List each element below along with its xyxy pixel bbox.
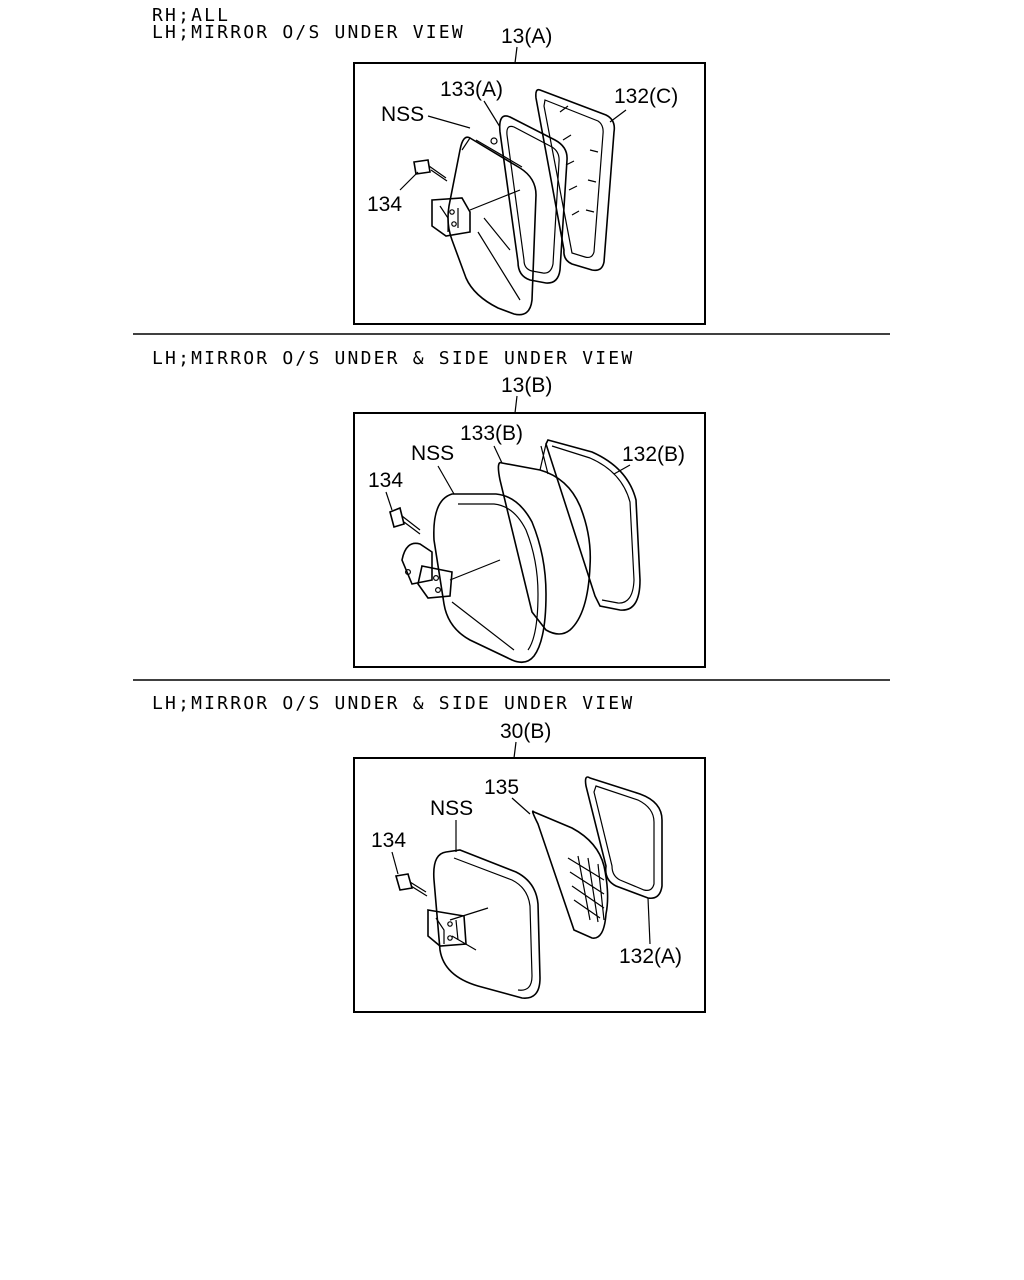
section-1-assembly-leader [514, 46, 518, 64]
mirror-body-nss-c [427, 849, 541, 999]
section-2-leader-nss [437, 465, 455, 495]
rubber-frame-132b [539, 439, 641, 611]
section-2-assembly-label: 13(B) [501, 374, 552, 397]
section-2-leader-frame [613, 464, 631, 475]
section-3-callout-frame: 132(A) [619, 945, 682, 968]
section-1-leader-frame [609, 109, 627, 123]
section-2-callout-nss: NSS [411, 442, 454, 465]
section-2-assembly-leader [514, 395, 518, 414]
mirror-body-nss [431, 136, 537, 316]
section-3-callout-nss: NSS [430, 797, 473, 820]
section-3-leader-frame [647, 897, 651, 945]
section-3-assembly-label: 30(B) [500, 720, 551, 743]
screw-134-b [389, 506, 421, 535]
section-3-header-line-1: LH;MIRROR O/S UNDER & SIDE UNDER VIEW [152, 693, 634, 714]
section-2-callout-frame: 132(B) [622, 443, 685, 466]
section-2-callout-screw: 134 [368, 469, 403, 492]
section-1-frame [353, 62, 706, 325]
section-1: RH;ALL LH;MIRROR O/S UNDER VIEW 13(A) [152, 5, 706, 325]
rubber-frame-132c [535, 88, 616, 272]
section-2-leader-screw [385, 491, 393, 511]
section-3-leader-screw [391, 851, 399, 875]
screw-134-c [394, 873, 428, 897]
section-1-callout-frame: 132(C) [614, 85, 678, 108]
section-1-leader-nss [427, 115, 471, 129]
section-2-callout-glass: 133(B) [460, 422, 523, 445]
glass-135 [531, 810, 609, 939]
section-3: LH;MIRROR O/S UNDER & SIDE UNDER VIEW 30… [152, 693, 706, 1013]
section-3-callout-screw: 134 [371, 829, 406, 852]
section-3-frame [353, 757, 706, 1013]
mirror-body-nss-b [401, 493, 547, 664]
section-1-callout-screw: 134 [367, 193, 402, 216]
section-1-leader-screw [399, 171, 419, 191]
section-2: LH;MIRROR O/S UNDER & SIDE UNDER VIEW 13… [152, 348, 706, 668]
screw-134 [413, 159, 448, 182]
section-2-header-line-1: LH;MIRROR O/S UNDER & SIDE UNDER VIEW [152, 348, 634, 369]
section-1-leader-glass [483, 100, 501, 128]
section-1-header-line-1: RH;ALL [152, 5, 230, 26]
section-1-assembly-label: 13(A) [501, 25, 552, 48]
section-2-frame [353, 412, 706, 668]
section-3-assembly-leader [513, 741, 517, 759]
rubber-frame-132a [584, 776, 663, 900]
section-1-header-line-2: LH;MIRROR O/S UNDER VIEW [152, 22, 465, 43]
section-3-leader-glass [511, 797, 531, 815]
section-1-callout-nss: NSS [381, 103, 424, 126]
glass-133b [497, 461, 592, 635]
section-2-leader-glass [493, 445, 503, 464]
glass-133a [498, 115, 568, 284]
section-1-callout-glass: 133(A) [440, 78, 503, 101]
section-3-callout-glass: 135 [484, 776, 519, 799]
